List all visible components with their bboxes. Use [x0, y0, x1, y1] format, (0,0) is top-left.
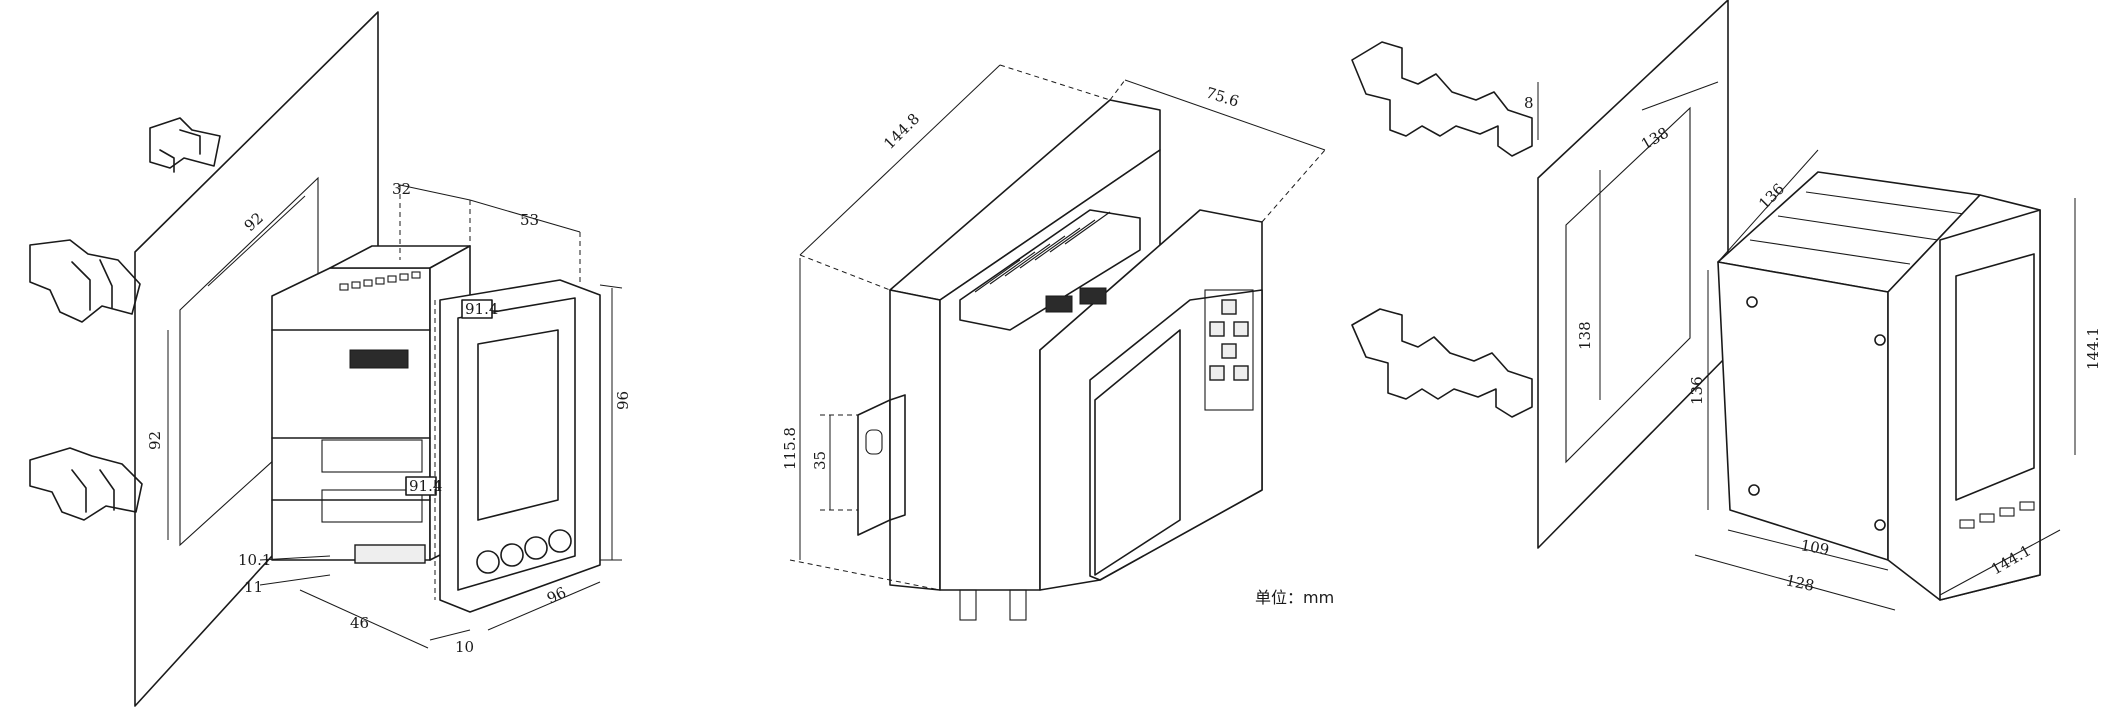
mounting-clip-top	[149, 117, 221, 173]
dim-75-6: 75.6	[1204, 84, 1241, 111]
front-button-2	[500, 543, 524, 567]
front-button-1	[476, 550, 500, 574]
panel-cutout-c	[1565, 106, 1691, 464]
dim-115-8: 115.8	[781, 427, 799, 470]
front-button-3	[524, 536, 548, 560]
dim-10-1: 10.1	[238, 551, 271, 569]
dim-8: 8	[1524, 94, 1534, 112]
dim-32: 32	[392, 180, 411, 198]
din-display-window	[1094, 329, 1181, 576]
dim-128: 128	[1784, 571, 1816, 595]
dim-91-4-top: 91.4	[465, 300, 498, 318]
mounting-clip-bottom	[29, 447, 143, 521]
dim-136-side: 136	[1688, 376, 1706, 405]
din-rail-clip	[857, 394, 906, 536]
display-window	[477, 329, 559, 521]
display-window-c	[1955, 253, 2035, 501]
dim-53: 53	[520, 211, 539, 229]
dim-144-8: 144.8	[880, 110, 923, 153]
dim-35: 35	[811, 451, 829, 470]
dim-109: 109	[1799, 536, 1830, 559]
terminal-row-a	[339, 271, 421, 291]
mounting-clip-middle	[29, 239, 141, 323]
din-terminal-blocks	[959, 209, 1141, 331]
dim-96-height: 96	[614, 391, 632, 410]
bracket-bottom	[1351, 308, 1533, 418]
unit-label: 单位：mm	[1255, 588, 1334, 607]
dim-91-4-mid: 91.4	[409, 477, 442, 495]
dim-144-1-height: 144.1	[2084, 327, 2102, 370]
dim-11: 11	[244, 578, 263, 596]
front-button-4	[548, 529, 572, 553]
dim-46: 46	[350, 614, 369, 632]
dim-10: 10	[455, 638, 474, 656]
bracket-top	[1351, 41, 1533, 157]
figure-b-din-rail-meter: 144.8 75.6 115.8 35 单位：mm	[781, 64, 1334, 621]
meter-body-c	[1717, 171, 2041, 601]
figure-a-panel-mount-meter: 92 92	[29, 11, 632, 707]
figure-c-large-panel-meter: 8 138 138 136	[1351, 0, 2102, 611]
dim-138-height: 138	[1576, 321, 1594, 350]
meter-front-bezel	[439, 279, 601, 613]
dim-92-height: 92	[146, 431, 164, 450]
din-keypad	[1204, 289, 1254, 411]
